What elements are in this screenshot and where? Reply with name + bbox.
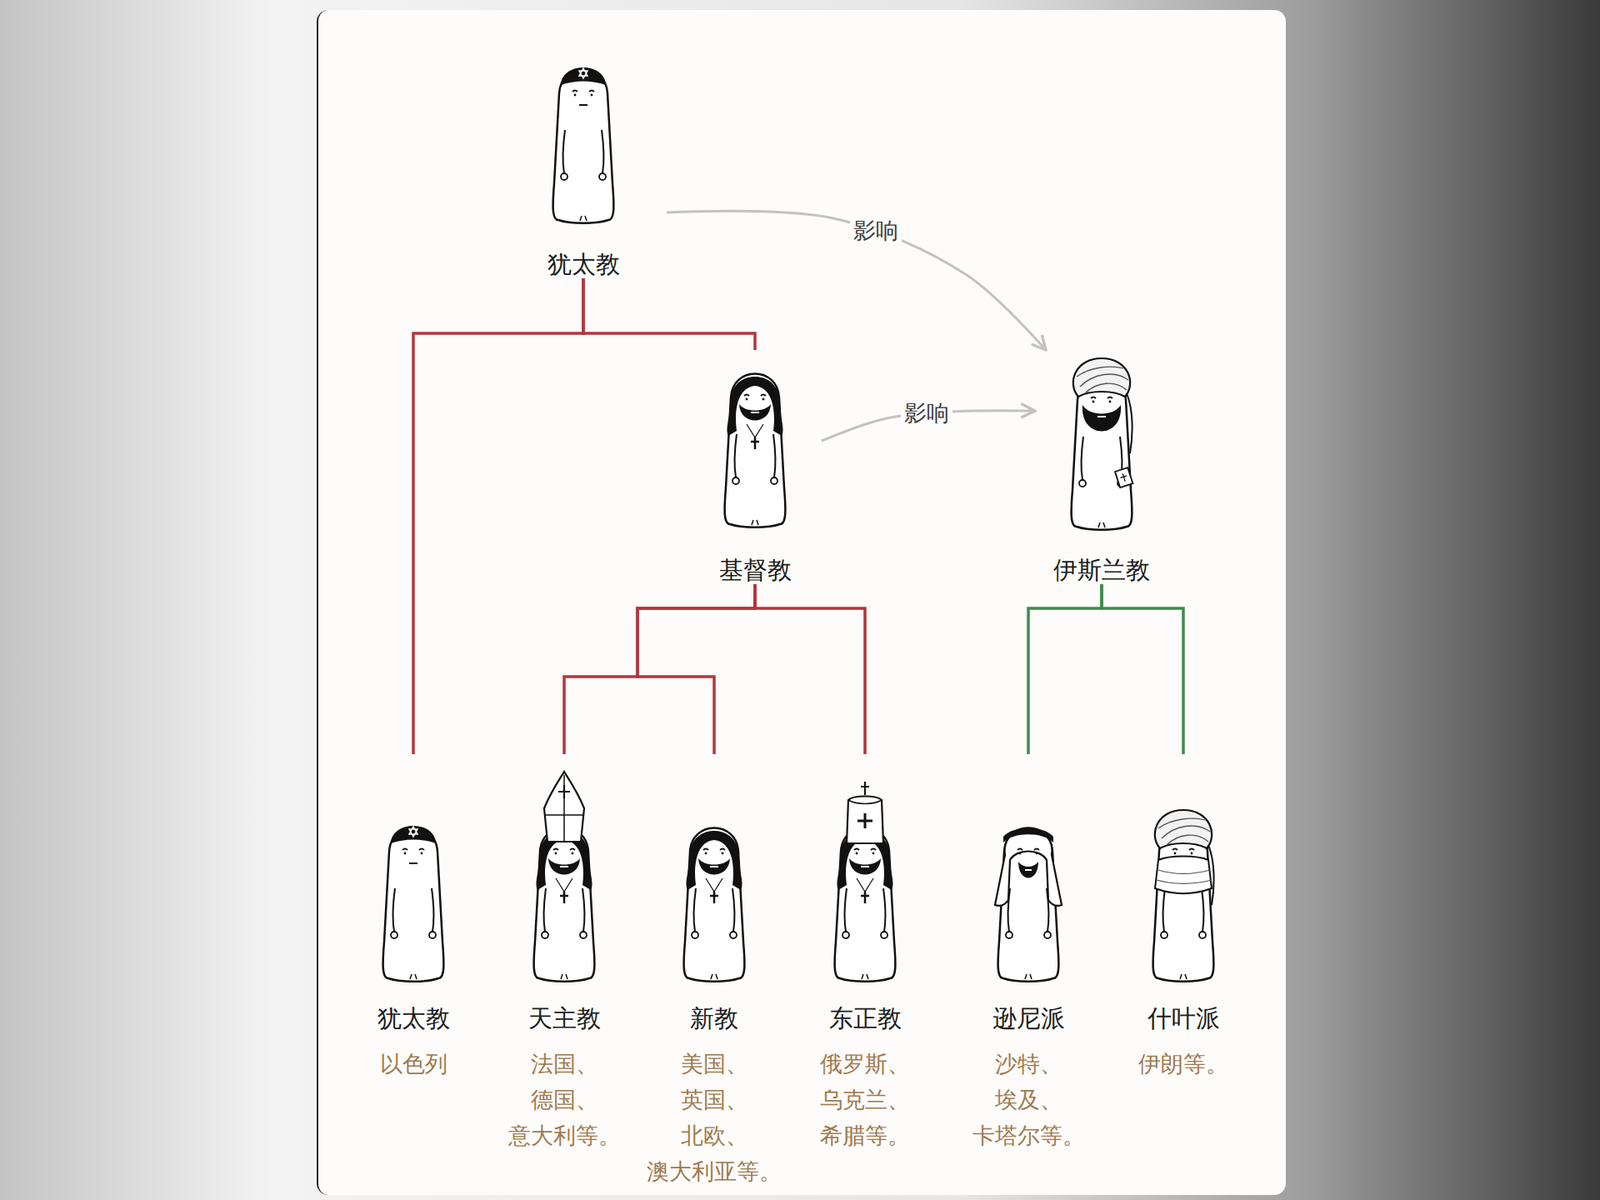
branch-figure-node: 新教美国、 英国、 北欧、 澳大利亚等。 xyxy=(640,754,789,1190)
sunni-figure xyxy=(995,828,1062,982)
branch-line xyxy=(755,584,865,755)
orthodox-figure xyxy=(835,781,896,982)
shia-figure xyxy=(1153,810,1215,982)
catholic-figure xyxy=(534,771,595,982)
religion-name: 基督教 xyxy=(688,555,822,585)
judaism-figure xyxy=(383,825,445,982)
protestant-figure xyxy=(684,828,745,982)
religion-name: 什叶派 xyxy=(1120,1004,1246,1033)
country-list: 俄罗斯、 乌克兰、 希腊等。 xyxy=(820,1045,910,1154)
islam-figure xyxy=(1071,358,1134,530)
country-list: 沙特、 埃及、 卡塔尔等。 xyxy=(972,1045,1085,1154)
judaism-figure xyxy=(553,67,615,224)
religion-figure-node: 犹太教 xyxy=(500,50,667,279)
branch-figure-node: 逊尼派沙特、 埃及、 卡塔尔等。 xyxy=(965,754,1092,1154)
branch-figure-node: 犹太教以色列 xyxy=(350,754,476,1082)
branch-line xyxy=(413,278,584,755)
religion-name: 伊斯兰教 xyxy=(1035,555,1169,585)
branch-line xyxy=(1028,584,1102,755)
branch-line xyxy=(637,584,755,755)
country-list: 以色列 xyxy=(380,1045,448,1082)
influence-arrow xyxy=(666,210,1046,350)
religion-figure-node: 伊斯兰教 xyxy=(1035,350,1169,585)
branch-line xyxy=(564,584,755,755)
religion-name: 天主教 xyxy=(501,1004,628,1033)
christianity-figure xyxy=(725,374,786,528)
country-list: 法国、 德国、 意大利等。 xyxy=(508,1045,621,1154)
religion-figure-node: 基督教 xyxy=(688,350,822,585)
branch-figure-node: 什叶派伊朗等。 xyxy=(1120,754,1246,1082)
religion-name: 东正教 xyxy=(802,1004,928,1033)
edge-label: 影响 xyxy=(900,400,953,427)
religion-name: 新教 xyxy=(640,1004,789,1033)
religion-name: 犹太教 xyxy=(350,1004,476,1033)
branch-figure-node: 天主教法国、 德国、 意大利等。 xyxy=(501,754,628,1154)
religion-name: 犹太教 xyxy=(500,250,667,279)
edge-label: 影响 xyxy=(850,217,902,245)
branch-line xyxy=(583,278,755,350)
country-list: 美国、 英国、 北欧、 澳大利亚等。 xyxy=(646,1045,782,1190)
branch-line xyxy=(1101,584,1184,755)
card-panel xyxy=(316,10,1286,1195)
religion-name: 逊尼派 xyxy=(965,1004,1092,1033)
country-list: 伊朗等。 xyxy=(1138,1045,1229,1082)
branch-figure-node: 东正教俄罗斯、 乌克兰、 希腊等。 xyxy=(802,754,928,1154)
